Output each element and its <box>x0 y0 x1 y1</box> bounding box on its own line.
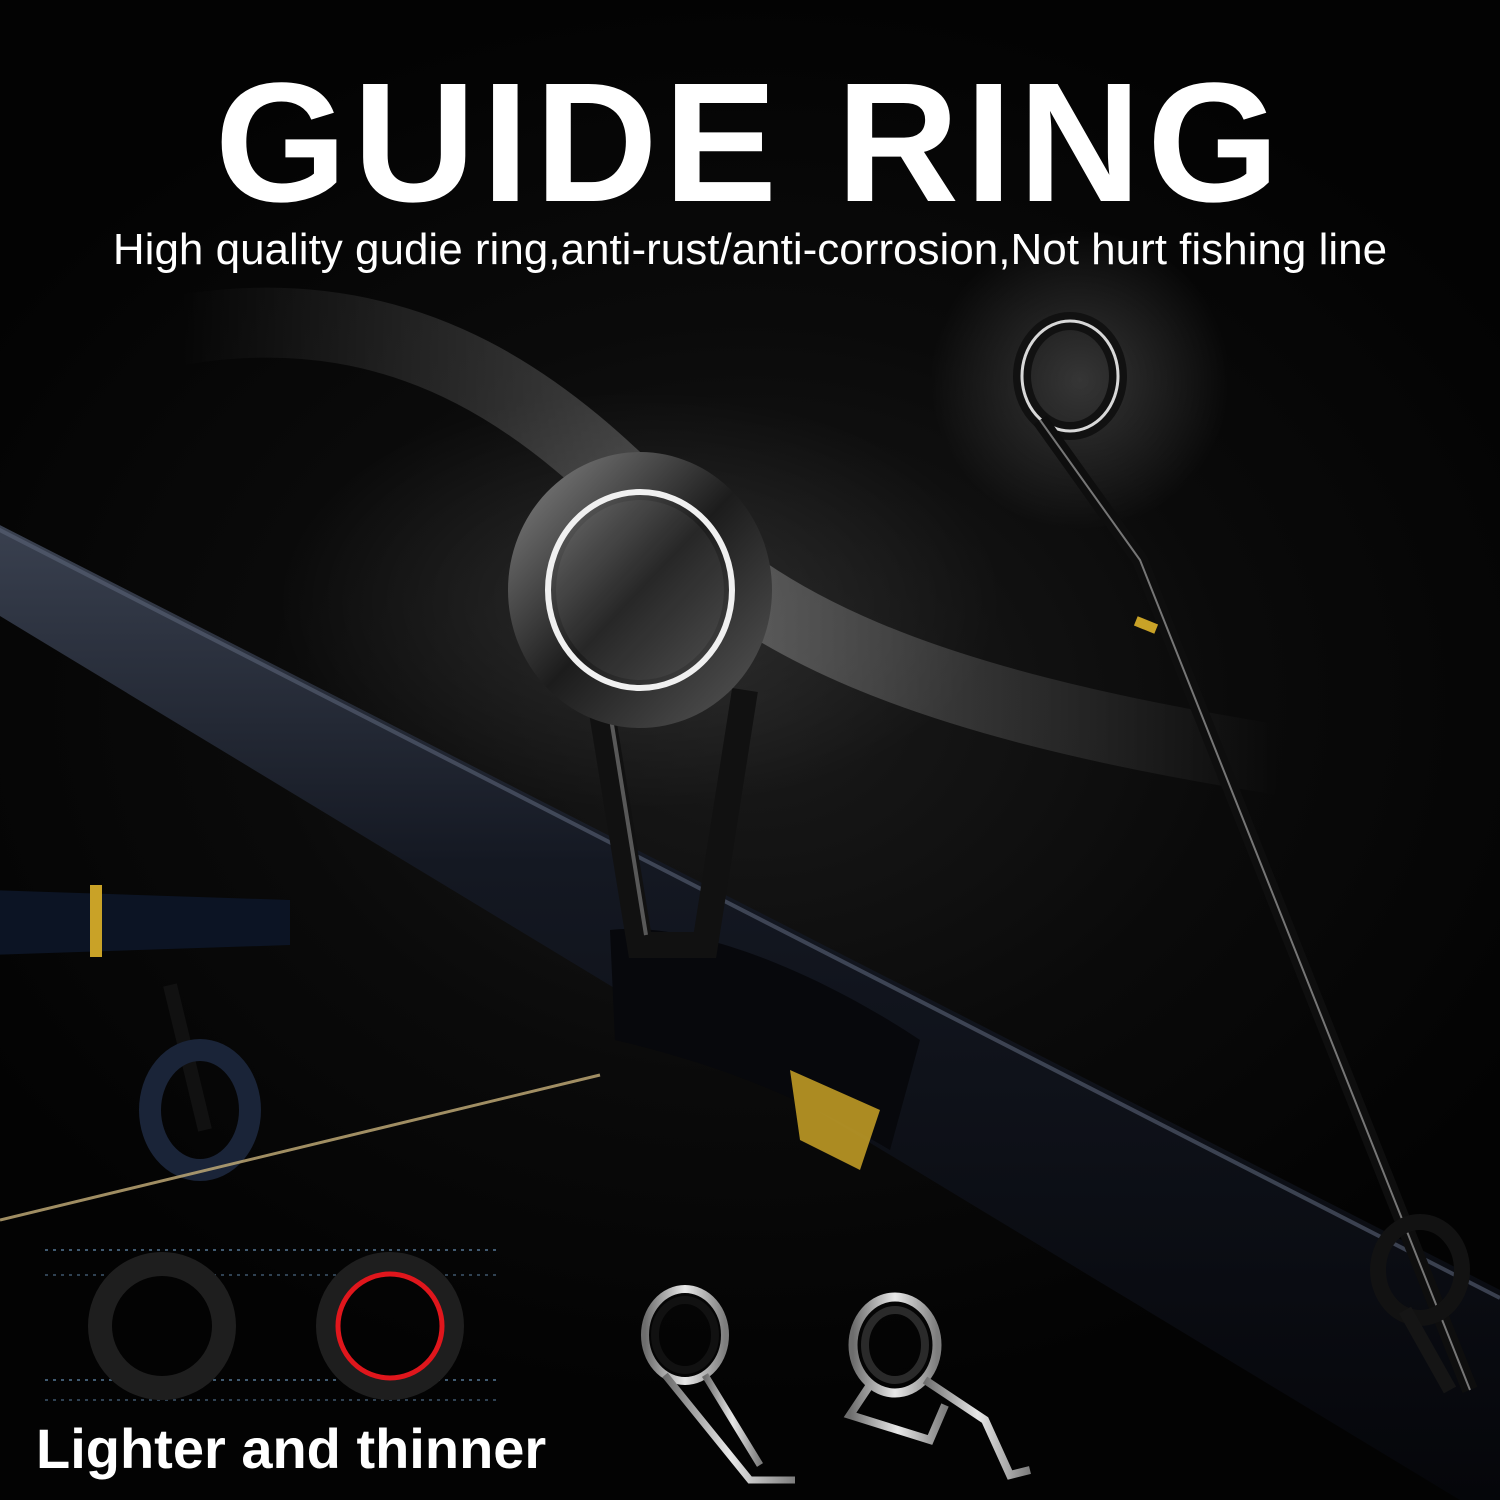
standard-ring-icon <box>88 1252 236 1400</box>
gold-band <box>90 885 102 957</box>
guide-ring-icon <box>508 452 772 958</box>
double-foot-frame-icon <box>843 1292 1031 1480</box>
page-subtitle: High quality gudie ring,anti-rust/anti-c… <box>112 225 1388 274</box>
comparison-caption: Lighter and thinner <box>36 1417 547 1480</box>
fishing-rod-icon <box>0 525 1500 1500</box>
rod-tip-icon <box>930 230 1478 1394</box>
guide-ring-frame-icon <box>641 1285 795 1484</box>
thickness-comparison <box>45 1249 500 1401</box>
secondary-rod-icon <box>0 885 601 1222</box>
gold-band <box>790 1070 880 1170</box>
fishing-line <box>0 1073 601 1222</box>
page-title: GUIDE RING <box>214 48 1286 238</box>
thin-ring-icon <box>335 1271 445 1381</box>
